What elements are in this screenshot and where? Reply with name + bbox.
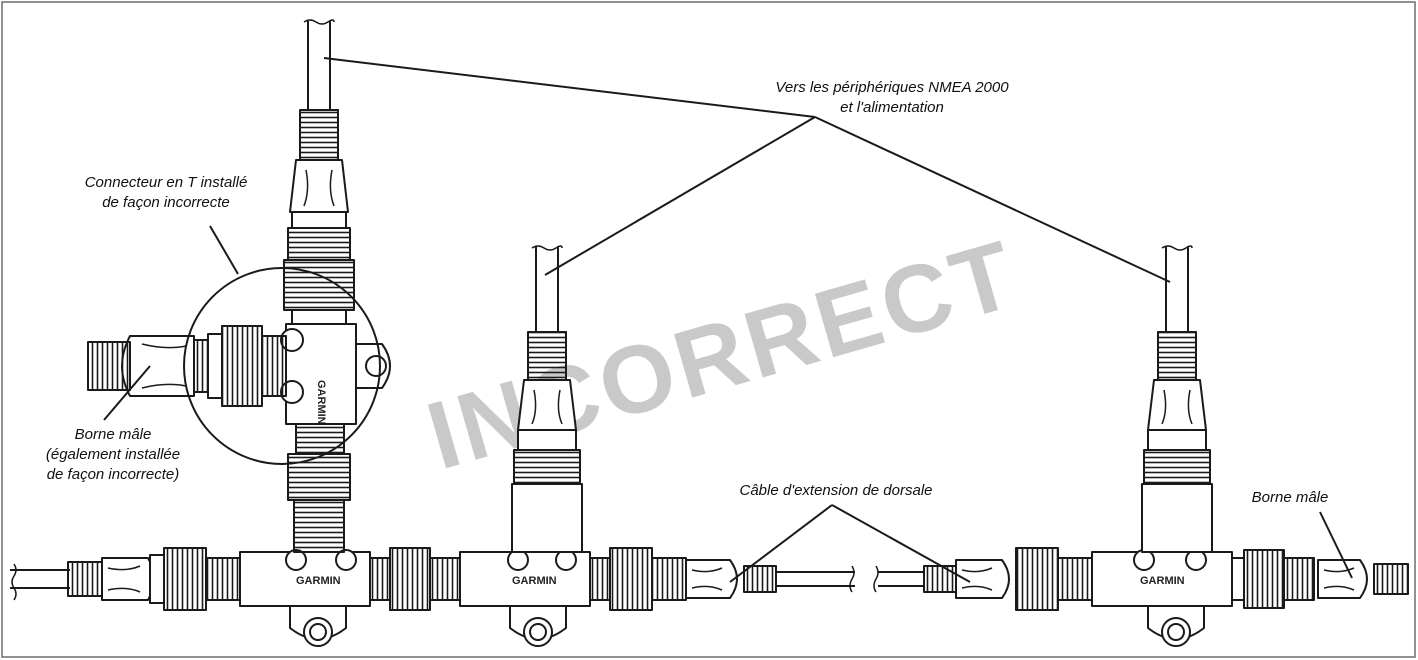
leader-male-term (1319, 511, 1353, 579)
incorrect-highlight-circle (183, 267, 381, 465)
label-male-term: Borne mâle (1251, 489, 1329, 506)
label-male-term-incorrect: Borne mâle (également installée de façon… (45, 426, 181, 483)
t1-right-coupling (369, 547, 461, 611)
label-to-devices: Vers les périphériques NMEA 2000 et l'al… (775, 79, 1009, 116)
drop-cable-2 (511, 245, 583, 553)
drop-cable-3 (1141, 245, 1213, 553)
male-terminator-backbone-right (1317, 559, 1409, 599)
backbone-extension-cable (685, 559, 1010, 599)
male-terminator-incorrect (87, 335, 195, 397)
label-tee-incorrect: Connecteur en T installé de façon incorr… (84, 174, 248, 211)
leader-extension-1 (729, 504, 833, 583)
garmin-logo-t2: GARMIN (512, 575, 557, 587)
label-backbone-extension: Câble d'extension de dorsale (739, 482, 933, 499)
t3-right-coupling (1231, 549, 1315, 609)
backbone-left-coupling (149, 547, 241, 611)
leader-devices-1 (323, 57, 816, 118)
incorrect-tee-side-coupling (193, 325, 287, 407)
t2-right-coupling (589, 547, 687, 611)
leader-extension-2 (831, 504, 971, 583)
t-connector-3: GARMIN (1091, 549, 1233, 647)
leader-devices-2 (544, 116, 816, 276)
t-connector-incorrect: GARMIN (280, 227, 391, 553)
garmin-logo-t1: GARMIN (296, 575, 341, 587)
garmin-logo-incorrect-t: GARMIN (315, 380, 327, 425)
drop-cable-1 (289, 19, 349, 229)
leader-devices-3 (814, 116, 1171, 283)
garmin-logo-t3: GARMIN (1140, 575, 1185, 587)
t-connector-2: GARMIN (459, 549, 591, 647)
t-connector-1: GARMIN (239, 549, 371, 647)
leader-male-term-incorrect (103, 365, 151, 421)
t3-left-coupling (1015, 547, 1093, 611)
incorrect-watermark: INCORRECT (416, 220, 1029, 490)
leader-tee-incorrect (209, 225, 239, 275)
backbone-left-cable (10, 563, 70, 601)
male-terminator-backbone-left (67, 557, 155, 601)
